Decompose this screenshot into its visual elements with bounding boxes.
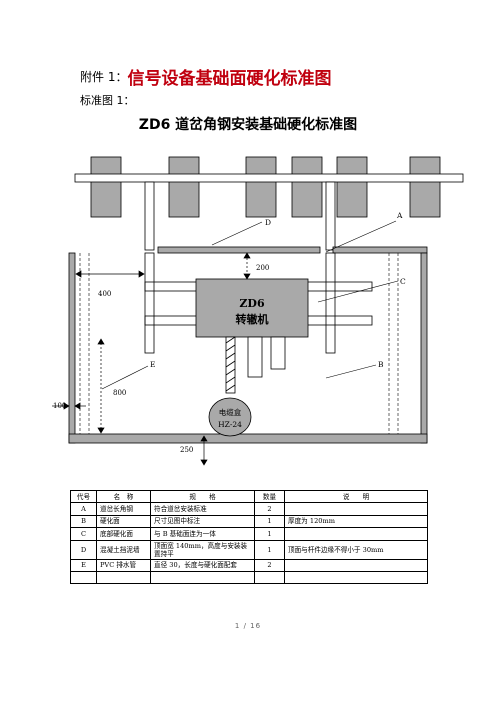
cell-name: 硬化面 bbox=[96, 514, 151, 529]
indication-rod bbox=[270, 336, 286, 370]
cell-note bbox=[284, 527, 428, 541]
cell-spec: 与 B 基础面连为一体 bbox=[150, 527, 255, 541]
right-angle-steel bbox=[325, 181, 336, 251]
cell-name: PVC 排水管 bbox=[96, 558, 151, 572]
callout-b: B bbox=[378, 360, 384, 369]
sleeper-5 bbox=[336, 156, 368, 218]
cell-note: 厚度为 120mm bbox=[284, 514, 428, 529]
header-spec: 规 格 bbox=[150, 489, 255, 504]
machine-rods bbox=[225, 336, 286, 394]
attachment-prefix: 附件 1： bbox=[80, 70, 128, 84]
dimension-labels: 200 400 800 100 250 bbox=[53, 264, 269, 454]
sleeper-2 bbox=[168, 156, 200, 218]
zd6-machine-body bbox=[195, 278, 309, 338]
header-name: 名 称 bbox=[96, 489, 151, 504]
machine-model-text: ZD6 bbox=[239, 297, 265, 310]
foundation-walls bbox=[68, 246, 428, 444]
table-header-row: 代号 名 称 规 格 数量 说 明 bbox=[70, 489, 428, 504]
dim-800: 800 bbox=[113, 389, 126, 397]
cell-spec: 顶面宽 140mm，高度与安装装置持平 bbox=[150, 539, 255, 560]
sleeper-6 bbox=[409, 156, 441, 218]
cell-code: A bbox=[70, 502, 97, 516]
page-number: 1 / 16 bbox=[234, 622, 262, 630]
dimension-lines bbox=[52, 252, 251, 466]
document-title: 信号设备基础面硬化标准图 bbox=[127, 69, 332, 89]
cell-qty: 2 bbox=[254, 558, 285, 572]
junction-box-name: 电缆盒 bbox=[219, 407, 242, 417]
left-angle-steel bbox=[144, 181, 155, 251]
cell-spec: 尺寸见图中标注 bbox=[150, 514, 255, 529]
left-wall bbox=[68, 252, 76, 444]
header-code: 代号 bbox=[70, 489, 97, 504]
cell-note bbox=[284, 558, 428, 572]
leader-lines bbox=[101, 220, 399, 390]
callout-c: C bbox=[400, 277, 406, 286]
cell-code: C bbox=[70, 527, 97, 541]
table-row: E PVC 排水管 直径 30，长度与硬化面配套 2 bbox=[70, 558, 428, 572]
cell-qty: 1 bbox=[254, 514, 285, 529]
callout-a: A bbox=[396, 211, 403, 220]
cable-conduit bbox=[225, 336, 236, 394]
cell-name: 底部硬化面 bbox=[96, 527, 151, 541]
cell-note bbox=[284, 502, 428, 516]
sleeper-3 bbox=[245, 156, 277, 218]
drawing-title: ZD6 道岔角钢安装基础硬化标准图 bbox=[138, 117, 358, 133]
table-row: D 混凝土挡泥墙 顶面宽 140mm，高度与安装装置持平 1 顶面与杆件边缘不得… bbox=[70, 539, 428, 560]
cell-spec: 符合道岔安装标准 bbox=[150, 502, 255, 516]
cell-name: 道岔长角钢 bbox=[96, 502, 151, 516]
right-wall bbox=[420, 252, 428, 444]
cell-name: 混凝土挡泥墙 bbox=[96, 539, 151, 560]
table-row: C 底部硬化面 与 B 基础面连为一体 1 bbox=[70, 527, 428, 541]
sleeper-1 bbox=[90, 156, 122, 218]
cell-qty: 1 bbox=[254, 539, 285, 560]
table-row-empty bbox=[70, 570, 428, 585]
top-wall-right bbox=[332, 246, 428, 254]
cell-qty: 1 bbox=[254, 527, 285, 541]
junction-box-model: HZ-24 bbox=[218, 420, 242, 429]
callout-d: D bbox=[265, 218, 271, 227]
standard-figure-label: 标准图 1： bbox=[80, 94, 135, 107]
parts-table: 代号 名 称 规 格 数量 说 明 A 道岔长角钢 符合道岔安装标准 2 B 硬… bbox=[70, 489, 428, 585]
header-note: 说 明 bbox=[284, 489, 428, 504]
cell-note: 顶面与杆件边缘不得小于 30mm bbox=[284, 539, 428, 560]
callout-e: E bbox=[150, 360, 155, 369]
cell-qty: 2 bbox=[254, 502, 285, 516]
callout-labels: D A C E B bbox=[150, 211, 406, 369]
cell-spec: 直径 30，长度与硬化面配套 bbox=[150, 558, 255, 572]
attachment-heading: 附件 1：信号设备基础面硬化标准图 bbox=[80, 64, 331, 89]
cell-code: D bbox=[70, 539, 97, 560]
table-row: B 硬化面 尺寸见图中标注 1 厚度为 120mm bbox=[70, 514, 428, 529]
dim-100: 100 bbox=[53, 402, 66, 410]
long-angle-steel-bar bbox=[74, 173, 464, 183]
sleepers bbox=[90, 156, 441, 218]
header-qty: 数量 bbox=[254, 489, 285, 504]
operating-rod bbox=[247, 336, 263, 378]
cell-code: B bbox=[70, 514, 97, 529]
dim-400: 400 bbox=[98, 290, 111, 298]
dim-200: 200 bbox=[256, 264, 269, 272]
machine-name-text: 转辙机 bbox=[236, 312, 269, 326]
bottom-wall bbox=[68, 433, 428, 444]
junction-box bbox=[208, 397, 252, 437]
dim-250: 250 bbox=[180, 446, 193, 454]
top-wall-center bbox=[157, 246, 321, 254]
cell-code: E bbox=[70, 558, 97, 572]
table-row: A 道岔长角钢 符合道岔安装标准 2 bbox=[70, 502, 428, 516]
mounting-rails bbox=[144, 252, 373, 354]
sleeper-4 bbox=[291, 156, 323, 218]
